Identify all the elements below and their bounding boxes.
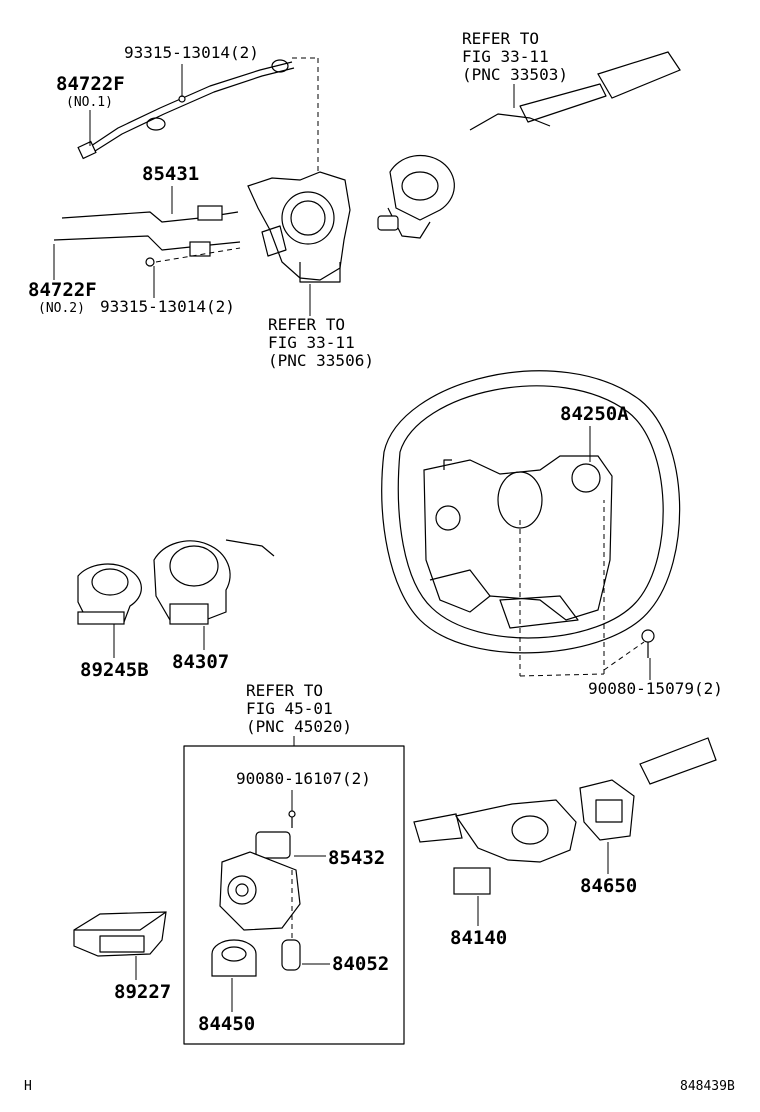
label-93315-13014-top: 93315-13014(2) xyxy=(124,43,259,62)
label-89227: 89227 xyxy=(114,981,171,1003)
label-refer-to-2a: REFER TO xyxy=(268,315,345,334)
screw-90080-16107 xyxy=(288,810,296,828)
label-refer-to-2b: FIG 33-11 xyxy=(268,333,355,352)
bolt-90080-15079 xyxy=(641,629,655,658)
spiral-cable-84307 xyxy=(153,539,275,625)
harness-85431 xyxy=(53,205,241,267)
module-89227 xyxy=(73,911,167,957)
sensor-89245b xyxy=(77,563,142,625)
label-93315-13014-bot: 93315-13014(2) xyxy=(100,297,235,316)
label-90080-15079: 90080-15079(2) xyxy=(588,679,723,698)
label-refer-to-1c: (PNC 33503) xyxy=(462,65,568,84)
ignition-switch-body xyxy=(219,831,301,948)
steering-wheel-84250a xyxy=(381,370,681,654)
label-84650: 84650 xyxy=(580,875,637,897)
label-refer-to-1b: FIG 33-11 xyxy=(462,47,549,66)
leader-dashed-wheel-b xyxy=(519,673,605,677)
label-no2: (NO.2) xyxy=(38,301,85,316)
assembly-box xyxy=(183,745,405,1045)
label-84140: 84140 xyxy=(450,927,507,949)
label-84052: 84052 xyxy=(332,953,389,975)
switch-84140 xyxy=(413,799,577,895)
label-refer-to-3b: FIG 45-01 xyxy=(246,699,333,718)
combination-switch-body xyxy=(247,171,351,283)
label-84722f-no1: 84722F xyxy=(56,73,125,95)
label-84450: 84450 xyxy=(198,1013,255,1035)
label-85432: 85432 xyxy=(328,847,385,869)
transponder-84450 xyxy=(211,939,257,977)
footer-left-code: H xyxy=(24,1079,32,1094)
lever-switch-33503 xyxy=(377,51,681,239)
label-84250a: 84250A xyxy=(560,403,629,425)
label-refer-to-1a: REFER TO xyxy=(462,29,539,48)
label-refer-to-3a: REFER TO xyxy=(246,681,323,700)
label-refer-to-3c: (PNC 45020) xyxy=(246,717,352,736)
label-89245b: 89245B xyxy=(80,659,149,681)
label-refer-to-2c: (PNC 33506) xyxy=(268,351,374,370)
label-90080-16107: 90080-16107(2) xyxy=(236,769,371,788)
label-85431: 85431 xyxy=(142,163,199,185)
label-84307: 84307 xyxy=(172,651,229,673)
label-84722f-no2: 84722F xyxy=(28,279,97,301)
leader-dashed-wheel-d xyxy=(603,641,645,671)
footer-figure-number: 848439B xyxy=(680,1079,735,1094)
label-no1: (NO.1) xyxy=(66,95,113,110)
key-cylinder-84052 xyxy=(281,939,301,971)
switch-84650 xyxy=(579,737,717,841)
